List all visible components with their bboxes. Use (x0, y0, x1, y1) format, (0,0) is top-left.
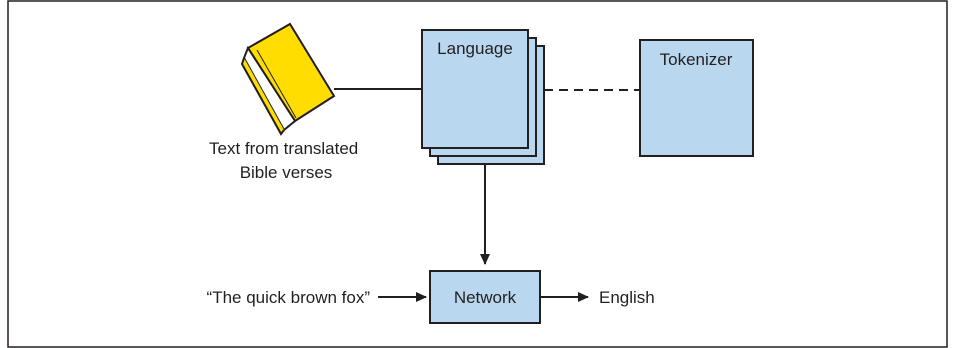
tokenizer-box (639, 39, 754, 157)
input-text: “The quick brown fox” (207, 288, 371, 307)
language-box (421, 29, 529, 149)
output-text: English (599, 288, 655, 307)
book-icon (240, 22, 336, 136)
tokenizer-label: Tokenizer (660, 50, 733, 69)
book-caption-line-2: Bible verses (240, 163, 333, 182)
language-label: Language (437, 39, 513, 58)
network-label: Network (454, 288, 517, 307)
diagram-frame (7, 0, 948, 348)
book-caption-line-1: Text from translated (209, 139, 358, 158)
book-caption: Text from translated Bible verses (209, 139, 363, 182)
language-stack (421, 29, 545, 165)
